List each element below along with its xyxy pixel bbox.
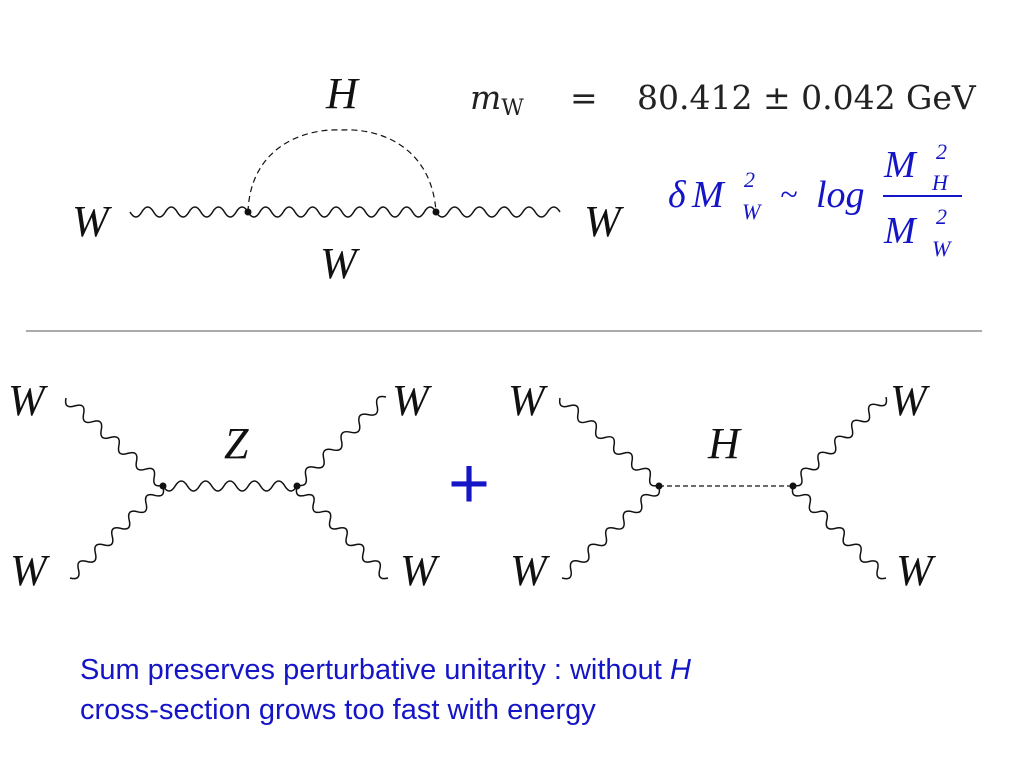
vertex-dot xyxy=(244,208,252,216)
vertex-dot xyxy=(293,482,301,490)
label-w-right: W xyxy=(584,197,624,246)
formula-tilde: ~ xyxy=(780,176,797,212)
caption-line-1-text: Sum preserves perturbative unitarity : w… xyxy=(80,654,670,686)
label-w-out-bottom: W xyxy=(896,546,936,595)
label-w-in-top: W xyxy=(8,376,48,425)
formula-num-sup: 2 xyxy=(936,139,947,164)
caption-line-1: Sum preserves perturbative unitarity : w… xyxy=(80,650,980,690)
vertex-dot xyxy=(432,208,440,216)
vertex-dot xyxy=(789,482,797,490)
w-line-in-bottom xyxy=(561,486,661,580)
higgs-loop-dashed xyxy=(247,129,437,213)
label-w-left: W xyxy=(72,197,112,246)
caption-line-2: cross-section grows too fast with energy xyxy=(80,694,596,726)
w-line-out-top xyxy=(792,396,888,487)
w-line-out-bottom xyxy=(791,486,887,580)
label-w-out-bottom: W xyxy=(400,546,440,595)
w-propagator-incoming xyxy=(129,206,249,218)
caption-italic-h: H xyxy=(669,654,691,686)
label-h-propagator: H xyxy=(707,419,742,468)
w-line-out-bottom xyxy=(295,486,389,580)
top-self-energy-diagram: W W H W xyxy=(72,69,624,288)
caption: Sum preserves perturbative unitarity : w… xyxy=(80,650,980,730)
w-propagator-outgoing xyxy=(435,206,561,218)
label-w-in-bottom: W xyxy=(510,546,550,595)
w-propagator-internal xyxy=(247,206,437,218)
formula-log: log xyxy=(816,174,865,216)
plus-sign: + xyxy=(448,444,490,524)
label-w-out-top: W xyxy=(890,376,930,425)
svg-text:mW: mW xyxy=(470,78,524,121)
higgs-exchange-diagram: W W W W H xyxy=(508,376,936,595)
w-line-out-top xyxy=(296,395,387,487)
w-line-in-top xyxy=(64,397,164,487)
mass-equals: = xyxy=(570,78,598,117)
formula-den-sub-w: W xyxy=(932,236,952,261)
formula-sub-w: W xyxy=(742,199,762,224)
vertex-dot xyxy=(159,482,167,490)
formula-num-m: M xyxy=(883,144,918,186)
mass-symbol: m xyxy=(470,78,501,117)
mass-number: 80.412 ± 0.042 xyxy=(637,78,896,117)
formula-delta: δ xyxy=(668,174,687,216)
formula-num-sub-h: H xyxy=(931,170,949,195)
formula-den-sup: 2 xyxy=(936,204,947,229)
label-w-bottom: W xyxy=(320,239,360,288)
formula-den-m: M xyxy=(883,210,918,252)
vertex-dot xyxy=(655,482,663,490)
z-propagator xyxy=(162,480,298,492)
w-line-in-top xyxy=(558,397,660,487)
mass-subscript: W xyxy=(501,96,524,121)
w-mass-value: mW = 80.412 ± 0.042 GeV xyxy=(470,78,977,121)
mass-shift-formula: δ M 2 W ~ log M 2 H M 2 W xyxy=(668,139,962,261)
formula-sup: 2 xyxy=(744,167,755,192)
label-w-in-top: W xyxy=(508,376,548,425)
label-w-out-top: W xyxy=(392,376,432,425)
z-exchange-diagram: W W W W Z xyxy=(8,376,440,595)
label-z-propagator: Z xyxy=(224,419,249,468)
formula-m: M xyxy=(691,174,726,216)
mass-unit: GeV xyxy=(906,78,977,117)
label-h-loop: H xyxy=(325,69,360,118)
label-w-in-bottom: W xyxy=(10,546,50,595)
w-line-in-bottom xyxy=(69,486,165,580)
